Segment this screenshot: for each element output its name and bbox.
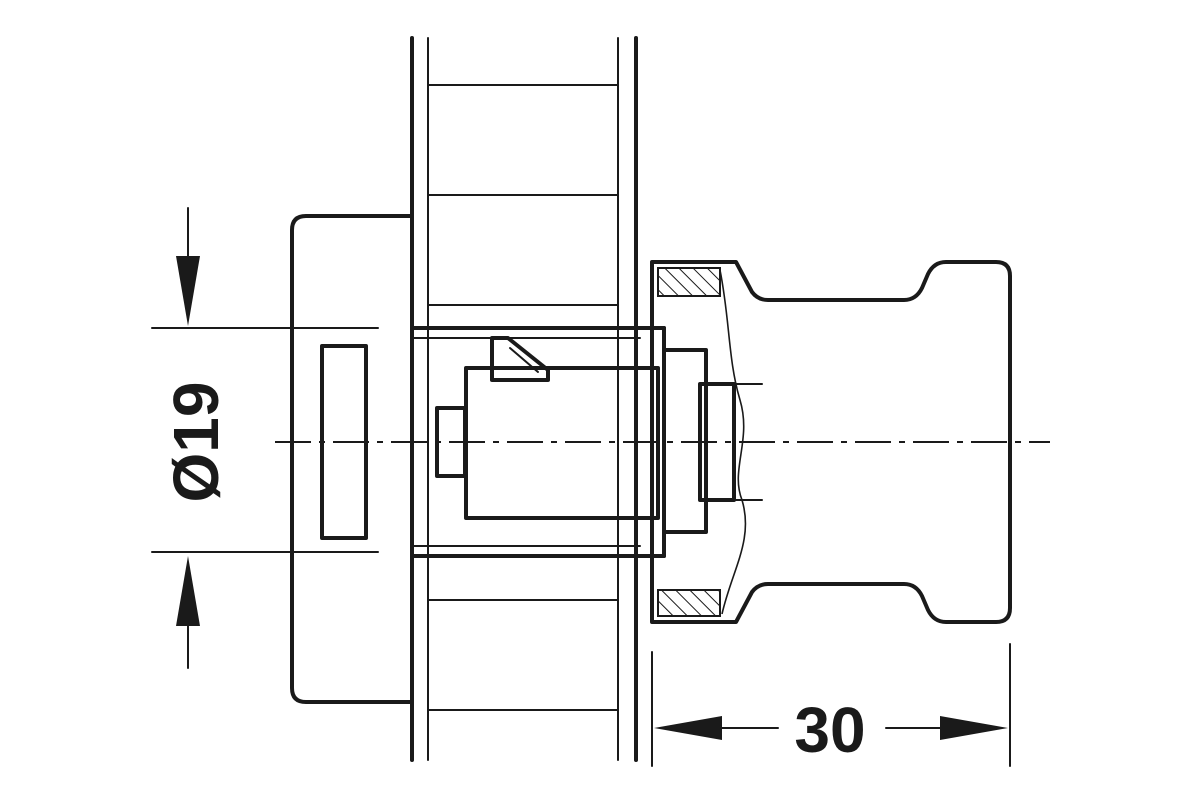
knob [650, 260, 1012, 624]
diameter-label: Ø19 [160, 382, 232, 503]
diameter-dimension: Ø19 [151, 207, 379, 669]
length-label: 30 [794, 694, 865, 766]
hatched-ring-top [657, 267, 721, 297]
hatched-ring-bottom [657, 589, 721, 617]
arrow-down-icon [176, 256, 200, 326]
arrow-left-icon [654, 716, 722, 740]
length-dimension: 30 [651, 643, 1011, 767]
rear-housing [290, 214, 414, 704]
arrow-right-icon [940, 716, 1008, 740]
lock-cylinder [435, 336, 736, 534]
arrow-up-icon [176, 556, 200, 626]
panel-board [410, 36, 638, 762]
